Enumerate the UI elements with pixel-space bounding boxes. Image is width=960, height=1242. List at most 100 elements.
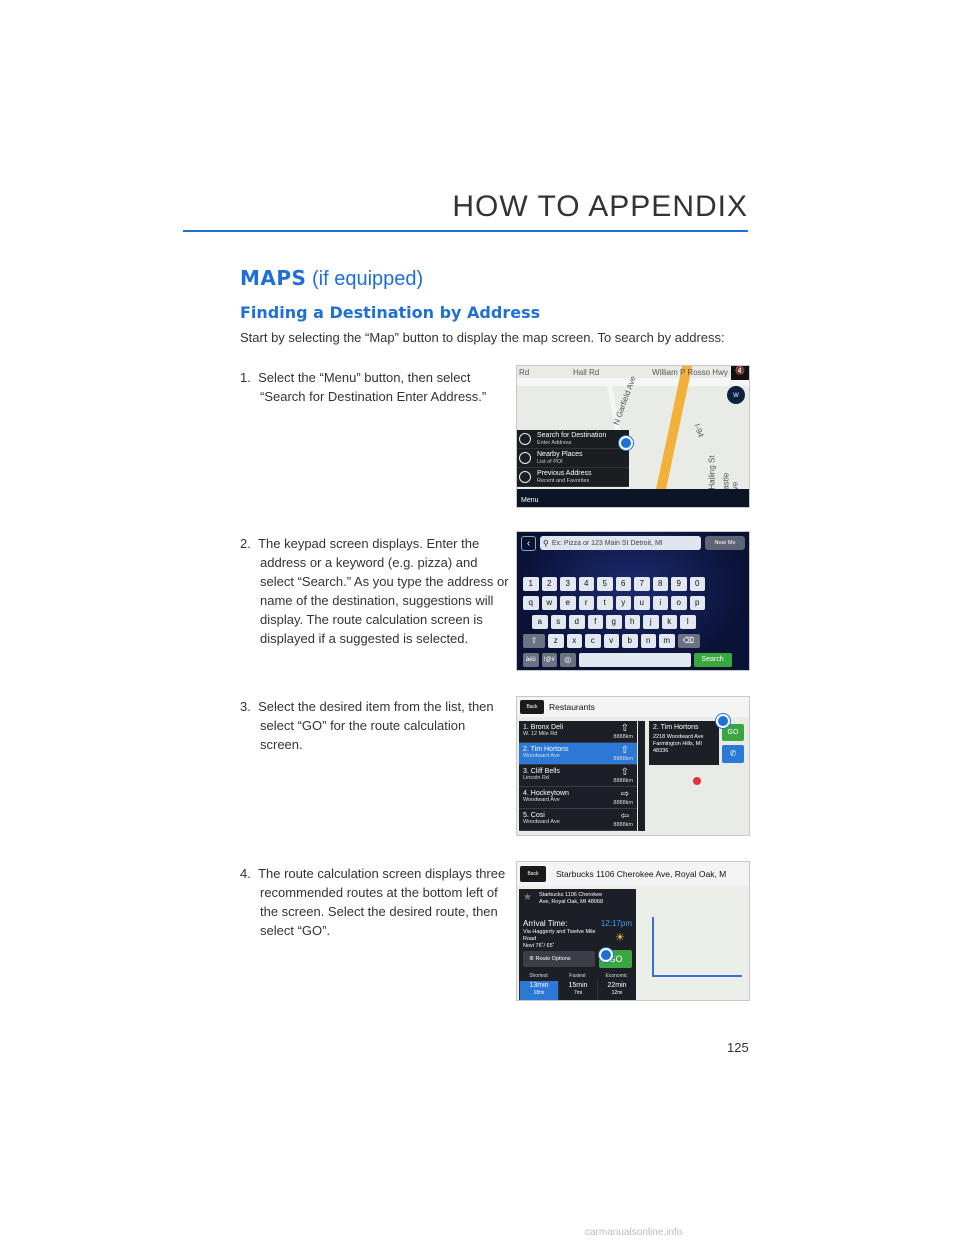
key[interactable]: i <box>652 596 668 610</box>
key[interactable]: t <box>597 596 613 610</box>
backspace-key[interactable]: ⌫ <box>677 634 700 648</box>
direction-right-icon: ⇨ <box>620 789 629 800</box>
list-item[interactable]: 4. Hockeytown Woodward Ave ⇨ 8888km <box>519 787 637 809</box>
list-item[interactable]: 1. Bronx Deli W. 12 Mile Rd ⇧ 8888km <box>519 721 637 743</box>
shift-key[interactable]: ⇧ <box>523 634 545 648</box>
key[interactable]: h <box>624 615 640 629</box>
favorite-star-icon[interactable]: ★ <box>523 892 532 903</box>
key[interactable]: l <box>680 615 696 629</box>
key[interactable]: q <box>523 596 539 610</box>
step-text: The keypad screen displays. Enter the ad… <box>258 536 509 646</box>
route-tile-shortest[interactable]: 13min 18mi <box>519 981 558 1000</box>
key[interactable]: 8 <box>652 577 668 591</box>
near-me-button[interactable]: Near Me <box>705 536 745 550</box>
key[interactable]: d <box>569 615 585 629</box>
arrival-label: Arrival Time: <box>523 919 568 928</box>
key[interactable]: 6 <box>615 577 631 591</box>
back-button[interactable]: Back <box>520 700 544 714</box>
list-item[interactable]: 2. Tim Hortons Woodward Ave ⇧ 8888km <box>519 743 637 765</box>
key[interactable]: r <box>578 596 594 610</box>
step-number: 1. <box>240 370 251 385</box>
key[interactable]: 4 <box>578 577 594 591</box>
list-item-name: 1. Bronx Deli <box>523 724 564 731</box>
key[interactable]: b <box>622 634 638 648</box>
step-number: 4. <box>240 866 251 881</box>
key[interactable]: m <box>659 634 675 648</box>
key[interactable]: f <box>587 615 603 629</box>
globe-icon[interactable]: ◎ <box>560 653 576 667</box>
search-icon: ⚲ <box>543 538 549 548</box>
list-scrollbar[interactable] <box>638 721 645 831</box>
back-button[interactable]: ‹ <box>521 535 536 551</box>
space-key[interactable] <box>578 653 691 667</box>
key[interactable]: 1 <box>523 577 539 591</box>
list-item-distance: 8888km <box>613 800 633 806</box>
accent-key[interactable]: àéü <box>523 653 539 667</box>
route-tile-economic[interactable]: 22min 12mi <box>597 981 636 1000</box>
list-item-distance: 8888km <box>613 778 633 784</box>
keyboard-row-q: q w e r t y u i o p <box>523 596 705 610</box>
list-item[interactable]: 3. Cliff Bells Lincoln Rd ⇧ 8888km <box>519 765 637 787</box>
section-title: MAPS (if equipped) <box>240 266 423 291</box>
key[interactable]: z <box>548 634 564 648</box>
key[interactable]: 3 <box>560 577 576 591</box>
route-tile-fastest[interactable]: 15min 7mi <box>558 981 597 1000</box>
list-item-street: W. 12 Mile Rd <box>523 731 558 737</box>
key[interactable]: a <box>532 615 548 629</box>
map-label: Hailing St <box>707 455 717 490</box>
key[interactable]: 0 <box>689 577 705 591</box>
symbol-key[interactable]: !@# <box>541 653 557 667</box>
map-menu-screenshot: Rd Hall Rd William P Rosso Hwy N Garfiel… <box>516 365 750 508</box>
route-title: Starbucks 1106 Cherokee Ave, Royal Oak, … <box>556 869 727 879</box>
phone-icon[interactable]: ✆ <box>722 745 744 763</box>
key[interactable]: c <box>585 634 601 648</box>
key[interactable]: x <box>566 634 582 648</box>
subsection-title: Finding a Destination by Address <box>240 303 541 322</box>
key[interactable]: 2 <box>541 577 557 591</box>
key[interactable]: s <box>550 615 566 629</box>
mute-icon[interactable]: 🔇 <box>731 366 749 380</box>
search-button[interactable]: Search <box>693 653 732 667</box>
menu-item-title: Search for Destination <box>537 431 607 439</box>
key[interactable]: g <box>606 615 622 629</box>
key[interactable]: e <box>560 596 576 610</box>
go-button[interactable]: GO <box>722 724 744 741</box>
route-line <box>652 917 742 977</box>
watermark: carmanualsonline.info <box>585 1227 683 1238</box>
key[interactable]: 7 <box>634 577 650 591</box>
step-1: 1. Select the “Menu” button, then select… <box>240 368 510 406</box>
keyboard-row-z: ⇧ z x c v b n m ⌫ <box>523 634 700 648</box>
list-item-street: Woodward Ave <box>523 753 560 759</box>
map-highway <box>651 366 693 507</box>
key[interactable]: 5 <box>597 577 613 591</box>
compass-icon[interactable]: W <box>727 386 745 404</box>
route-options-button[interactable]: ⚙ Route Options <box>523 951 595 967</box>
key[interactable]: k <box>661 615 677 629</box>
key[interactable]: u <box>634 596 650 610</box>
key[interactable]: v <box>603 634 619 648</box>
route-label: Economic <box>605 973 628 979</box>
list-item-distance: 8888km <box>613 734 633 740</box>
key[interactable]: o <box>671 596 687 610</box>
menu-button[interactable]: Menu <box>521 497 539 504</box>
menu-item-subtitle: Recent and Favorites <box>537 477 590 484</box>
poi-detail-card: 2. Tim Hortons 2218 Woodward Ave Farming… <box>649 721 719 765</box>
key[interactable]: j <box>643 615 659 629</box>
key[interactable]: n <box>640 634 656 648</box>
list-item-name: 2. Tim Hortons <box>523 746 569 753</box>
poi-name: 2. Tim Hortons <box>653 724 699 731</box>
step-4: 4. The route calculation screen displays… <box>240 864 510 940</box>
key[interactable]: 9 <box>671 577 687 591</box>
touch-indicator <box>599 948 613 962</box>
key[interactable]: y <box>615 596 631 610</box>
key[interactable]: p <box>689 596 705 610</box>
address-search-input[interactable]: ⚲ Ex: Pizza or 123 Main St Detroit, MI <box>540 536 701 550</box>
route-destination: Starbucks 1106 Cherokee Ave, Royal Oak, … <box>539 892 604 905</box>
key[interactable]: w <box>541 596 557 610</box>
route-tiles: 13min 18mi 15min 7mi 22min 12mi <box>519 981 636 1000</box>
back-button[interactable]: Back <box>520 866 546 882</box>
list-item[interactable]: 5. Cosi Woodward Ave ⇦ 8888km <box>519 809 637 831</box>
